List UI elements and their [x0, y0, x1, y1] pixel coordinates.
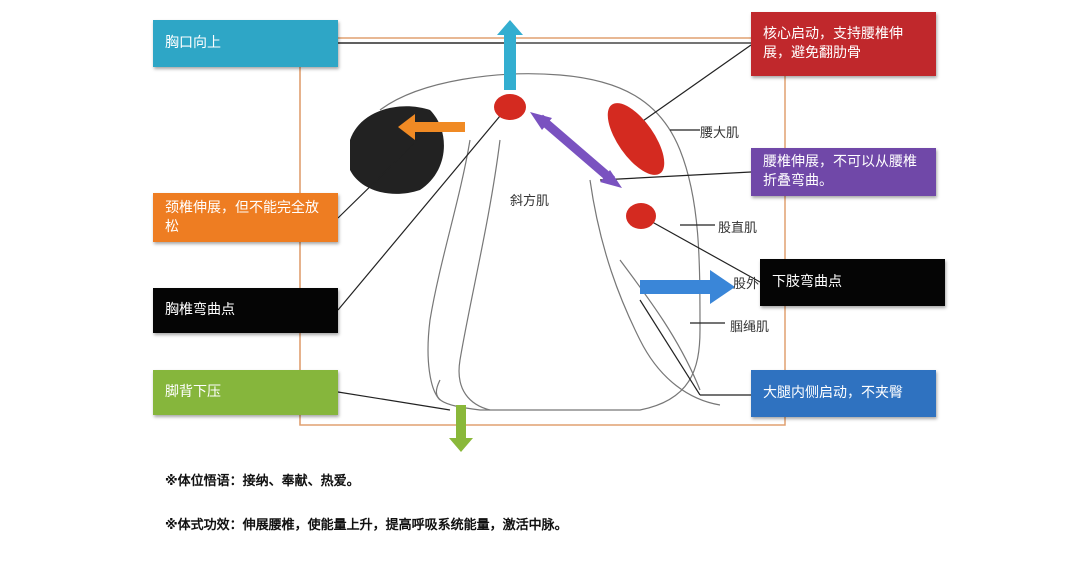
arrow-right-icon	[640, 270, 735, 304]
arrow-down-icon	[449, 405, 473, 452]
box-lower-limb: 下肢弯曲点	[760, 259, 945, 306]
box-inner-thigh: 大腿内侧启动，不夹臀	[751, 370, 936, 417]
label-hamstring: 腘绳肌	[730, 320, 770, 335]
box-thoracic: 胸椎弯曲点	[153, 288, 338, 333]
pointer-lines	[299, 42, 785, 425]
red-marker-psoas	[607, 103, 665, 175]
label-trapezius: 斜方肌	[510, 194, 550, 209]
note-benefits: ※体式功效：伸展腰椎，使能量上升，提高呼吸系统能量，激活中脉。	[165, 518, 568, 533]
label-rectus-femoris: 股直肌	[718, 221, 758, 236]
box-neck: 颈椎伸展，但不能完全放松	[153, 193, 338, 242]
arrow-diagonal-icon	[537, 114, 615, 184]
note-insight: ※体位悟语：接纳、奉献、热爱。	[165, 474, 360, 489]
red-marker-chest	[494, 94, 526, 120]
label-psoas: 腰大肌	[700, 126, 740, 141]
frame	[299, 37, 786, 426]
label-vastus: 股外	[733, 277, 760, 292]
figure-sketch	[379, 73, 721, 411]
arrow-up-icon	[497, 20, 523, 90]
red-marker-hip	[626, 203, 656, 229]
box-chest-up: 胸口向上	[153, 20, 338, 67]
arrow-left-icon	[398, 114, 465, 140]
box-core: 核心启动，支持腰椎伸展，避免翻肋骨	[751, 12, 936, 76]
box-lumbar: 腰椎伸展，不可以从腰椎折叠弯曲。	[751, 148, 936, 196]
hair	[350, 106, 444, 194]
box-foot: 脚背下压	[153, 370, 338, 415]
